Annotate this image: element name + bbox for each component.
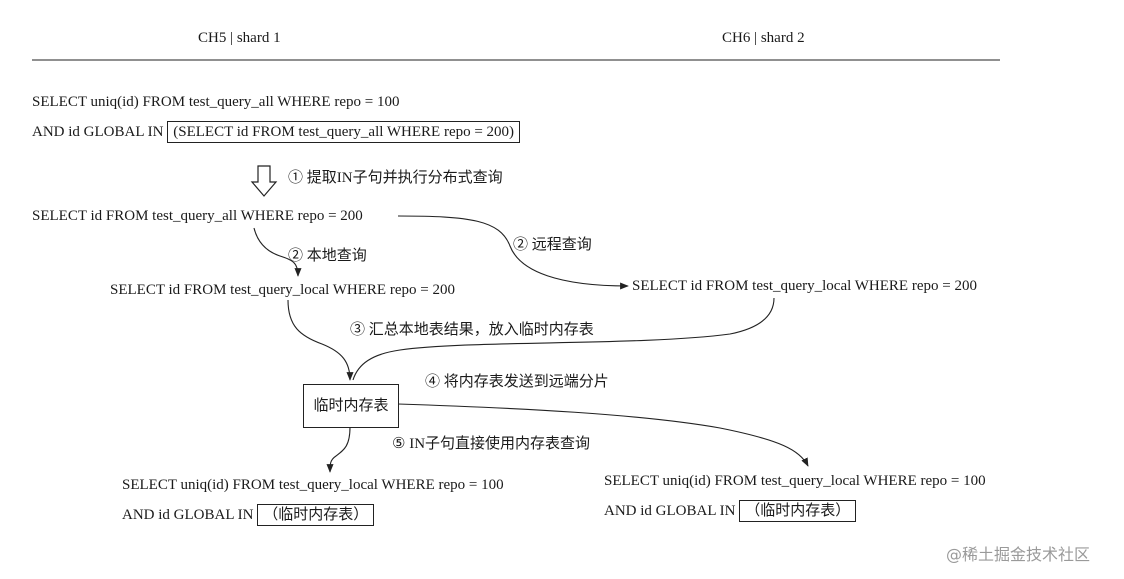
- local-query-ch6: SELECT id FROM test_query_local WHERE re…: [632, 278, 977, 294]
- final-query-ch5-line2: AND id GLOBAL IN （临时内存表）: [122, 504, 375, 526]
- step2-local-label: ② 本地查询: [288, 248, 367, 264]
- step1-hollow-arrow: [250, 165, 278, 197]
- subquery-text: SELECT id FROM test_query_all WHERE repo…: [32, 208, 363, 224]
- original-query-line1: SELECT uniq(id) FROM test_query_all WHER…: [32, 94, 400, 110]
- step3-label: ③ 汇总本地表结果，放入临时内存表: [350, 322, 594, 338]
- final-query-ch5-line1: SELECT uniq(id) FROM test_query_local WH…: [122, 477, 504, 493]
- final-query-ch6-prefix: AND id GLOBAL IN: [604, 503, 736, 519]
- step1-label: ① 提取IN子句并执行分布式查询: [288, 170, 503, 186]
- temp-table-box: 临时内存表: [303, 384, 399, 428]
- final-query-ch5-prefix: AND id GLOBAL IN: [122, 507, 254, 523]
- local-query-ch5: SELECT id FROM test_query_local WHERE re…: [110, 282, 455, 298]
- step4-label: ④ 将内存表发送到远端分片: [425, 374, 609, 390]
- final-query-ch6-line2: AND id GLOBAL IN （临时内存表）: [604, 500, 857, 522]
- original-query-subquery-box: (SELECT id FROM test_query_all WHERE rep…: [167, 121, 521, 143]
- step5-label: ⑤ IN子句直接使用内存表查询: [392, 436, 591, 452]
- watermark: @稀土掘金技术社区: [946, 545, 1091, 564]
- original-query-line2-prefix: AND id GLOBAL IN: [32, 124, 164, 140]
- header-shard2: CH6 | shard 2: [722, 30, 805, 46]
- final-query-ch6-line1: SELECT uniq(id) FROM test_query_local WH…: [604, 473, 986, 489]
- step2-remote-label: ② 远程查询: [513, 237, 592, 253]
- final-query-ch6-temp-box: （临时内存表）: [739, 500, 857, 522]
- original-query-line2: AND id GLOBAL IN (SELECT id FROM test_qu…: [32, 121, 521, 143]
- temp-table-label: 临时内存表: [313, 398, 389, 414]
- arrow-local-to-temp: [287, 299, 354, 381]
- header-shard1: CH5 | shard 1: [198, 30, 281, 46]
- final-query-ch5-temp-box: （临时内存表）: [257, 504, 375, 526]
- arrow-temp-to-local-final: [326, 426, 351, 473]
